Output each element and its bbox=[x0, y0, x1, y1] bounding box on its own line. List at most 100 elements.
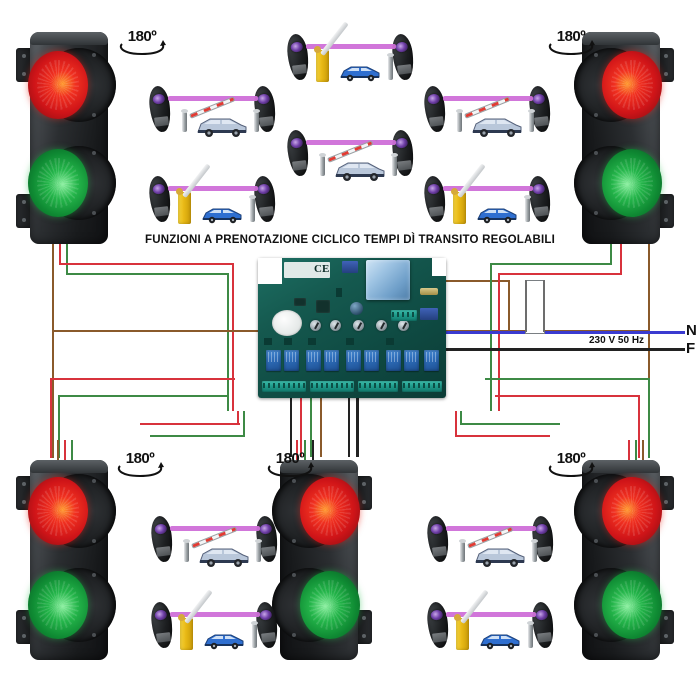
board-connector-top[interactable] bbox=[342, 261, 358, 273]
rotation-arrow-icon bbox=[117, 462, 164, 478]
red-lamp-hood bbox=[28, 474, 116, 548]
rotation-badge-bottom-center: 180º bbox=[262, 450, 318, 480]
wire-red-bl-link bbox=[237, 411, 239, 423]
red-lamp bbox=[602, 51, 662, 119]
bollard-left bbox=[456, 109, 463, 132]
wire-brown-mid-right bbox=[508, 280, 510, 332]
trimmer-1[interactable] bbox=[310, 320, 321, 331]
wire-red-br-link bbox=[455, 411, 457, 435]
photocell-lens-icon bbox=[290, 137, 304, 149]
dip-switch[interactable] bbox=[294, 298, 306, 306]
car-icon bbox=[202, 208, 242, 224]
rotation-badge-bottom-right: 180º bbox=[543, 450, 599, 480]
wire-green-bl-link bbox=[243, 411, 245, 435]
bollard-right bbox=[391, 153, 398, 176]
rotation-badge-bottom-left: 180º bbox=[112, 450, 168, 480]
wire-brown-bl-drop bbox=[57, 440, 59, 462]
barrier-boom-pivot bbox=[451, 188, 458, 195]
photocell-beam bbox=[446, 612, 536, 617]
ce-mark: CE bbox=[314, 263, 330, 275]
board-terminal-aux[interactable] bbox=[391, 310, 417, 321]
board-notch-tr bbox=[432, 258, 446, 276]
rotation-arrow-icon bbox=[119, 40, 166, 56]
neutral-label: N bbox=[686, 322, 697, 339]
photocell-lens-icon bbox=[532, 93, 546, 105]
photocell-group-bottom-left-lower bbox=[149, 589, 280, 654]
relay-8 bbox=[404, 350, 419, 371]
photocell-left bbox=[285, 128, 311, 178]
photocell-right bbox=[254, 600, 280, 650]
terminal-block-3[interactable] bbox=[358, 381, 398, 392]
traffic-light-bottom-left[interactable] bbox=[16, 460, 120, 660]
car-icon bbox=[477, 208, 517, 224]
barrier-boom-pivot bbox=[176, 188, 183, 195]
barrier-boom-pivot bbox=[314, 46, 321, 53]
trimmer-2[interactable] bbox=[330, 320, 341, 331]
photocell-group-top-center-upper bbox=[285, 21, 416, 86]
control-board[interactable]: CE bbox=[258, 258, 446, 398]
rotation-label: 180º bbox=[556, 450, 586, 467]
photocell-group-top-left-upper bbox=[147, 82, 278, 138]
photocell-lens-icon bbox=[290, 41, 304, 53]
green-lamp-hood bbox=[28, 146, 116, 220]
photocell-group-top-right-upper bbox=[422, 82, 553, 138]
rotation-label: 180º bbox=[127, 28, 157, 45]
photocell-left bbox=[422, 84, 448, 134]
bollard-right bbox=[531, 539, 538, 562]
wire-green-bl-run2 bbox=[150, 435, 245, 437]
photocell-left bbox=[425, 514, 451, 564]
terminal-block-4[interactable] bbox=[402, 381, 442, 392]
car-icon bbox=[340, 66, 380, 82]
traffic-light-top-left[interactable] bbox=[16, 32, 120, 244]
bollard-right bbox=[249, 195, 256, 222]
board-connector-right[interactable] bbox=[420, 308, 438, 320]
wire-red-br-down bbox=[638, 395, 640, 458]
photocell-group-top-left-lower bbox=[147, 163, 278, 228]
traffic-light-bottom-right[interactable] bbox=[570, 460, 674, 660]
photocell-beam bbox=[170, 612, 260, 617]
wire-black-bc-drop bbox=[312, 440, 314, 462]
trimmer-4[interactable] bbox=[376, 320, 387, 331]
trimmer-5[interactable] bbox=[398, 320, 409, 331]
relay-7 bbox=[386, 350, 401, 371]
wire-green-br-link bbox=[460, 411, 462, 423]
car-icon bbox=[475, 548, 525, 567]
barrier-cabinet bbox=[456, 618, 469, 650]
photocell-right bbox=[527, 174, 553, 224]
green-lamp bbox=[602, 149, 662, 217]
barrier-boom bbox=[460, 589, 489, 625]
photocell-lens-icon bbox=[257, 93, 271, 105]
bollard-right bbox=[387, 53, 394, 80]
photocell-left bbox=[147, 174, 173, 224]
photocell-lens-icon bbox=[154, 609, 168, 621]
photocell-beam bbox=[443, 186, 533, 191]
rotation-arrow-icon bbox=[267, 462, 314, 478]
photocell-group-bottom-left-upper bbox=[149, 512, 280, 568]
traffic-light-top-right[interactable] bbox=[570, 32, 674, 244]
photocell-lens-icon bbox=[257, 183, 271, 195]
barrier-boom-pivot bbox=[178, 614, 185, 621]
photocell-lens-icon bbox=[427, 93, 441, 105]
car-icon bbox=[480, 634, 520, 650]
photocell-lens-icon bbox=[259, 523, 273, 535]
photocell-lens-icon bbox=[259, 609, 273, 621]
trimmer-3[interactable] bbox=[353, 320, 364, 331]
green-lamp bbox=[28, 571, 88, 639]
traffic-light-bottom-center[interactable] bbox=[268, 460, 372, 660]
barrier-boom bbox=[184, 589, 213, 625]
photocell-lens-icon bbox=[152, 93, 166, 105]
green-lamp-hood bbox=[28, 568, 116, 642]
mains-jumper-box bbox=[525, 280, 545, 334]
rotation-arrow-icon bbox=[548, 40, 595, 56]
terminal-block-2[interactable] bbox=[310, 381, 354, 392]
wire-red-br-drop bbox=[628, 440, 630, 462]
wire-red-tl-run bbox=[59, 263, 234, 265]
terminal-block-1[interactable] bbox=[262, 381, 306, 392]
photocell-group-top-center-lower bbox=[285, 126, 416, 182]
wire-neutral-line bbox=[440, 331, 685, 334]
fuse[interactable] bbox=[420, 288, 438, 295]
photocell-beam bbox=[170, 526, 260, 531]
wire-green-tl-drop bbox=[66, 243, 68, 275]
relay-4 bbox=[324, 350, 339, 371]
